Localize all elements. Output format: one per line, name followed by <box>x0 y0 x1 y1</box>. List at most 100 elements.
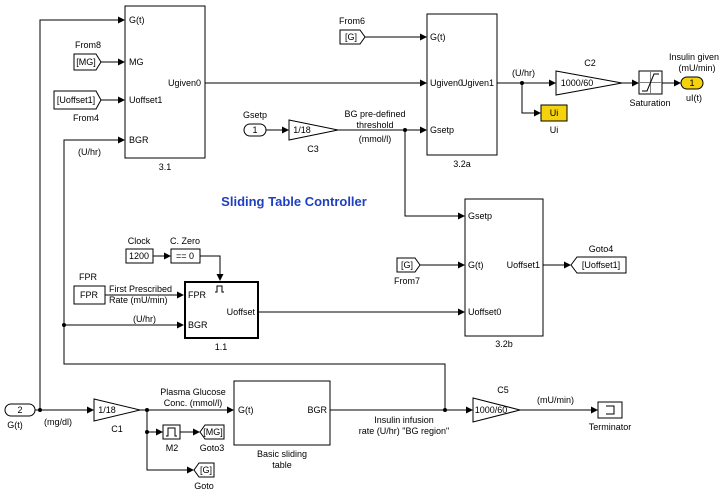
tag-label: [G] <box>401 260 413 270</box>
block-caption: Ui <box>550 125 559 135</box>
block-caption: Terminator <box>589 422 632 432</box>
port-number: 1 <box>689 78 694 88</box>
from7-block[interactable]: [G] From7 <box>394 257 421 286</box>
c5-gain[interactable]: C5 1000/60 <box>472 385 521 423</box>
infusion-annotation: Insulin infusion <box>374 415 434 425</box>
port-label: G(t) <box>430 32 446 42</box>
port-label: Ugiven1 <box>461 78 494 88</box>
tag-label: [Uoffset1] <box>582 260 620 270</box>
block-caption: C2 <box>584 58 596 68</box>
basic-sliding-table[interactable]: G(t) BGR Basic sliding table <box>233 380 331 470</box>
tag-label: [G] <box>200 465 212 475</box>
fpr-block[interactable]: FPR FPR First Prescribed Rate (mU/min) <box>73 272 172 305</box>
block-caption: table <box>272 460 292 470</box>
port-number: 2 <box>17 405 22 415</box>
diagram-title: Sliding Table Controller <box>221 194 367 209</box>
from4-block[interactable]: [Uoffset1] From4 <box>53 90 102 123</box>
clock-block[interactable]: Clock 1200 <box>125 236 154 264</box>
block-caption: C1 <box>111 424 123 434</box>
block-caption: From4 <box>73 113 99 123</box>
signal-wires <box>35 16 681 474</box>
port-label: Ugiven0 <box>430 78 463 88</box>
plasma-annotation: Plasma Glucose <box>160 387 226 397</box>
block-caption: 1.1 <box>215 342 228 352</box>
block-caption: 3.2a <box>453 159 471 169</box>
from6-block[interactable]: From6 [G] <box>339 16 366 45</box>
subsystem-1-1[interactable]: FPR BGR Uoffset 1.1 <box>184 281 259 352</box>
port-label: BGR <box>307 405 327 415</box>
port-label: Ugiven0 <box>168 78 201 88</box>
subsystem-3-2b[interactable]: Gsetp G(t) Uoffset0 Uoffset1 3.2b <box>464 198 544 349</box>
block-caption: C3 <box>307 144 319 154</box>
czero-block[interactable]: C. Zero == 0 <box>170 236 201 264</box>
tag-label: [MG] <box>203 427 223 437</box>
port-name: uI(t) <box>686 93 702 103</box>
block-caption: From6 <box>339 16 365 26</box>
block-caption: Saturation <box>629 98 670 108</box>
block-caption: M2 <box>166 443 179 453</box>
tag-label: [Uoffset1] <box>57 95 95 105</box>
from8-block[interactable]: From8 [MG] <box>73 40 102 71</box>
fpr-annotation: First Prescribed <box>109 284 172 294</box>
terminator-block[interactable]: Terminator <box>589 401 632 432</box>
port-label: Uoffset1 <box>129 95 162 105</box>
subsystem-3-1[interactable]: G(t) MG Uoffset1 BGR Ugiven0 3.1 <box>124 5 206 172</box>
threshold-annotation: threshold <box>356 120 393 130</box>
gain-value: 1/18 <box>293 125 311 135</box>
port-label: Gsetp <box>430 125 454 135</box>
goto-block[interactable]: [G] Goto <box>193 462 215 491</box>
units-annotation: (U/hr) <box>133 314 156 324</box>
goto4-block[interactable]: Goto4 [Uoffset1] <box>570 244 627 274</box>
port-label: MG <box>129 57 144 67</box>
gsetp-inport[interactable]: Gsetp 1 <box>243 110 267 137</box>
units-annotation: (U/hr) <box>512 68 535 78</box>
c1-gain[interactable]: 1/18 C1 <box>93 398 141 434</box>
block-caption: 3.2b <box>495 339 513 349</box>
saturation-block[interactable]: Saturation <box>629 70 671 108</box>
tag-label: [MG] <box>76 57 96 67</box>
block-caption: Clock <box>128 236 151 246</box>
block-caption: FPR <box>79 272 98 282</box>
c3-gain[interactable]: 1/18 C3 <box>288 119 339 154</box>
infusion-annotation: rate (U/hr) "BG region" <box>359 426 449 436</box>
port-label: G(t) <box>468 260 484 270</box>
gt-inport[interactable]: 2 G(t) <box>4 403 36 430</box>
constant-value: FPR <box>80 290 99 300</box>
trigger-icon <box>215 285 224 293</box>
port-label: Uoffset1 <box>507 260 540 270</box>
block-caption: 3.1 <box>159 162 172 172</box>
output-annotation: Insulin given <box>669 52 719 62</box>
output-ut[interactable]: Insulin given (mU/min) 1 uI(t) <box>669 52 719 103</box>
m2-block[interactable]: M2 <box>162 424 181 453</box>
threshold-annotation: BG pre-defined <box>344 109 405 119</box>
block-caption: Goto <box>194 481 214 491</box>
port-label: Uoffset0 <box>468 307 501 317</box>
subsystem-3-2a[interactable]: G(t) Ugiven0 Gsetp Ugiven1 3.2a <box>426 13 498 169</box>
tag-label: Ui <box>550 108 559 118</box>
gain-value: 1/18 <box>98 405 116 415</box>
terminator-icon <box>606 405 615 415</box>
gain-value: 1000/60 <box>475 405 508 415</box>
port-label: BGR <box>129 135 149 145</box>
block-caption: Goto4 <box>589 244 614 254</box>
block-caption: Gsetp <box>243 110 267 120</box>
block-caption: C5 <box>497 385 509 395</box>
ui-goto[interactable]: Ui Ui <box>540 104 568 135</box>
memory-icon <box>166 427 177 437</box>
block-caption: Goto3 <box>200 443 225 453</box>
port-label: Uoffset <box>227 307 256 317</box>
units-annotation: (mmol/l) <box>359 134 392 144</box>
block-caption: From8 <box>75 40 101 50</box>
units-annotation: (U/hr) <box>78 147 101 157</box>
goto3-block[interactable]: [MG] Goto3 <box>199 424 225 453</box>
port-number: 1 <box>252 125 257 135</box>
c2-gain[interactable]: C2 1000/60 <box>555 58 623 96</box>
port-label: G(t) <box>238 405 254 415</box>
port-label: G(t) <box>129 15 145 25</box>
tag-label: [G] <box>345 32 357 42</box>
port-label: Gsetp <box>468 211 492 221</box>
block-caption: Basic sliding <box>257 449 307 459</box>
port-label: FPR <box>188 290 207 300</box>
compare-value: == 0 <box>176 251 194 261</box>
